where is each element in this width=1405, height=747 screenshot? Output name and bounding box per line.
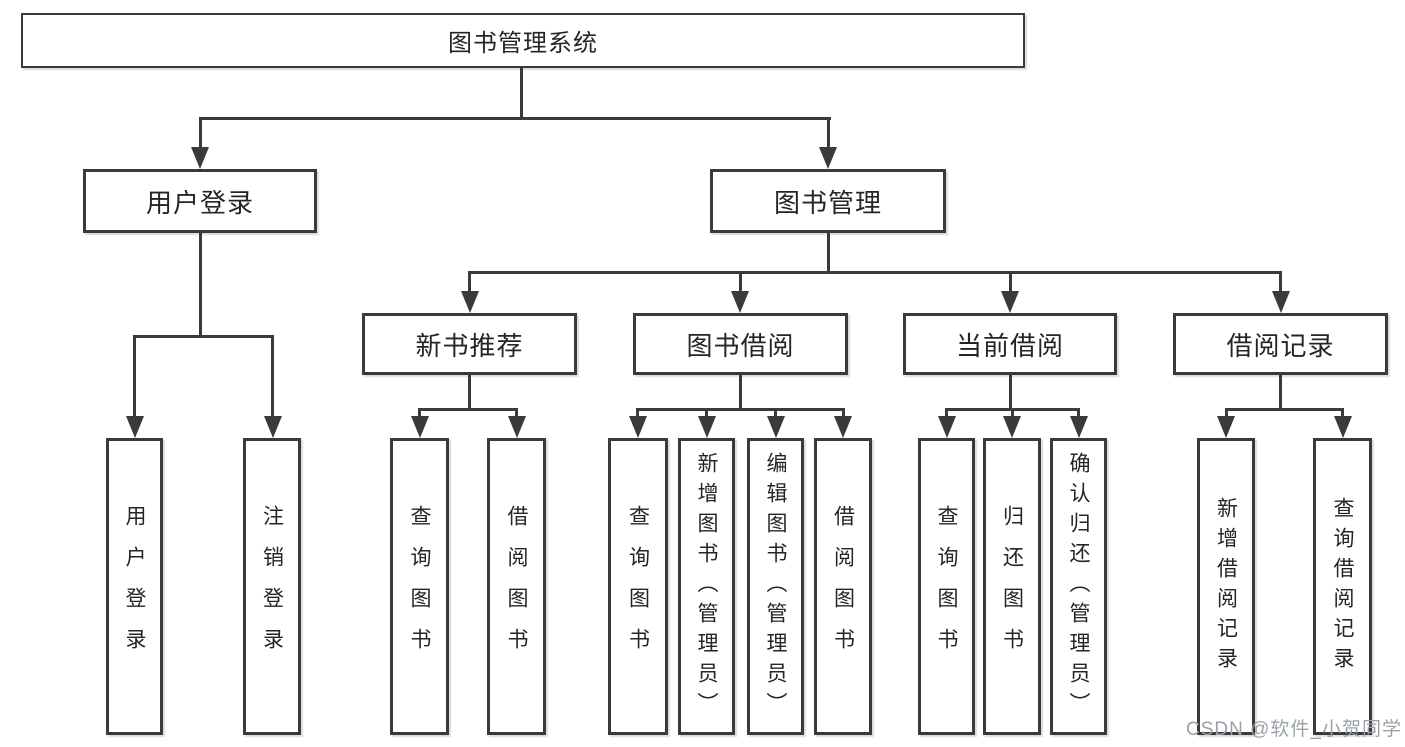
leaf-query-book-borrowing: 查询图书	[608, 438, 668, 735]
arrow-down-icon	[1001, 291, 1019, 313]
connector-root-stem	[519, 68, 523, 117]
node-book-management-label: 图书管理	[773, 187, 882, 218]
connector-current-borrowing-stem	[1008, 375, 1012, 411]
arrow-down-icon	[1271, 291, 1290, 313]
connector-new-book-split	[418, 408, 518, 411]
leaf-logout-label: 注销登录	[260, 504, 284, 669]
arrow-down-icon	[697, 416, 716, 438]
leaf-query-book-current: 查询图书	[918, 438, 975, 735]
connector-book-management-stem	[826, 233, 830, 274]
connector-stub-leaf	[515, 408, 518, 420]
leaf-logout: 注销登录	[243, 438, 301, 735]
connector-stub-leaf	[1340, 408, 1344, 420]
node-root-label: 图书管理系统	[448, 30, 598, 57]
connector-user-login-stem	[198, 233, 202, 337]
connector-book-borrowing-stem	[738, 375, 742, 411]
connector-stub-leaf	[133, 335, 136, 418]
leaf-borrow-book-recommend: 借阅图书	[487, 438, 546, 735]
connector-stub-module	[1008, 271, 1012, 295]
leaf-borrow-book-label: 借阅图书	[831, 504, 855, 669]
leaf-confirm-return-admin: 确认归还（管理员）	[1050, 438, 1107, 735]
leaf-add-borrow-record: 新增借阅记录	[1197, 438, 1255, 735]
arrow-down-icon	[507, 416, 526, 438]
leaf-borrow-book: 借阅图书	[814, 438, 872, 735]
leaf-add-book-admin-label: 新增图书（管理员）	[695, 451, 718, 722]
connector-stub-leaf	[636, 408, 639, 420]
arrow-down-icon	[1069, 416, 1088, 438]
leaf-add-book-admin: 新增图书（管理员）	[678, 438, 735, 735]
connector-stub-leaf	[1077, 408, 1080, 420]
leaf-confirm-return-admin-label: 确认归还（管理员）	[1067, 451, 1090, 722]
leaf-user-login-label: 用户登录	[123, 504, 146, 669]
arrow-down-icon	[834, 416, 852, 438]
node-borrowing-records-label: 借阅记录	[1226, 330, 1335, 361]
leaf-query-borrow-record: 查询借阅记录	[1313, 438, 1372, 735]
arrow-down-icon	[191, 147, 209, 169]
node-borrowing-records: 借阅记录	[1173, 313, 1388, 375]
arrow-down-icon	[410, 416, 429, 438]
connector-borrowing-records-split	[1224, 408, 1344, 411]
connector-stub-book-management	[826, 117, 830, 150]
arrow-down-icon	[460, 291, 479, 313]
connector-stub-leaf	[705, 408, 708, 420]
arrow-down-icon	[629, 416, 647, 438]
connector-book-borrowing-split	[636, 408, 844, 411]
connector-stub-leaf	[841, 408, 845, 420]
connector-user-login-split	[133, 335, 274, 338]
connector-stub-module	[1279, 271, 1282, 295]
arrow-down-icon	[766, 416, 785, 438]
connector-root-split	[198, 117, 831, 120]
leaf-add-borrow-record-label: 新增借阅记录	[1214, 496, 1238, 677]
node-book-management: 图书管理	[710, 169, 946, 233]
arrow-down-icon	[937, 416, 956, 438]
connector-stub-leaf	[1010, 408, 1014, 420]
connector-stub-leaf	[774, 408, 777, 420]
arrow-down-icon	[1003, 416, 1021, 438]
leaf-edit-book-admin: 编辑图书（管理员）	[747, 438, 804, 735]
connector-stub-leaf	[418, 408, 421, 420]
leaf-borrow-book-recommend-label: 借阅图书	[505, 504, 528, 669]
connector-borrowing-records-stem	[1278, 375, 1282, 411]
node-root-system: 图书管理系统	[21, 13, 1025, 68]
leaf-query-book-recommend-label: 查询图书	[408, 504, 431, 669]
connector-stub-module	[468, 271, 471, 295]
node-current-borrowing-label: 当前借阅	[955, 330, 1064, 361]
connector-new-book-stem	[468, 375, 471, 411]
node-book-borrowing: 图书借阅	[633, 313, 848, 375]
arrow-down-icon	[1333, 416, 1352, 438]
node-user-login-label: 用户登录	[145, 187, 254, 218]
connector-stub-leaf	[1224, 408, 1228, 420]
node-new-book-recommend: 新书推荐	[362, 313, 577, 375]
arrow-down-icon	[263, 416, 282, 438]
arrow-down-icon	[731, 291, 749, 313]
leaf-query-book-borrowing-label: 查询图书	[626, 504, 650, 669]
arrow-down-icon	[125, 416, 144, 438]
csdn-watermark: CSDN @软件_小贺同学	[1186, 719, 1402, 740]
leaf-user-login: 用户登录	[106, 438, 163, 735]
connector-book-management-split	[468, 271, 1282, 274]
node-new-book-recommend-label: 新书推荐	[415, 330, 524, 361]
arrow-down-icon	[819, 147, 837, 169]
connector-stub-user-login	[198, 117, 202, 150]
connector-stub-module	[738, 271, 742, 295]
leaf-edit-book-admin-label: 编辑图书（管理员）	[764, 451, 787, 722]
leaf-query-borrow-record-label: 查询借阅记录	[1331, 496, 1354, 677]
connector-stub-leaf	[271, 335, 274, 418]
connector-stub-leaf	[945, 408, 948, 420]
node-book-borrowing-label: 图书借阅	[686, 330, 795, 361]
arrow-down-icon	[1217, 416, 1235, 438]
leaf-query-book-recommend: 查询图书	[390, 438, 449, 735]
node-user-login: 用户登录	[83, 169, 317, 233]
leaf-return-book-label: 归还图书	[1000, 504, 1024, 669]
leaf-return-book: 归还图书	[983, 438, 1041, 735]
node-current-borrowing: 当前借阅	[903, 313, 1117, 375]
leaf-query-book-current-label: 查询图书	[935, 504, 958, 669]
